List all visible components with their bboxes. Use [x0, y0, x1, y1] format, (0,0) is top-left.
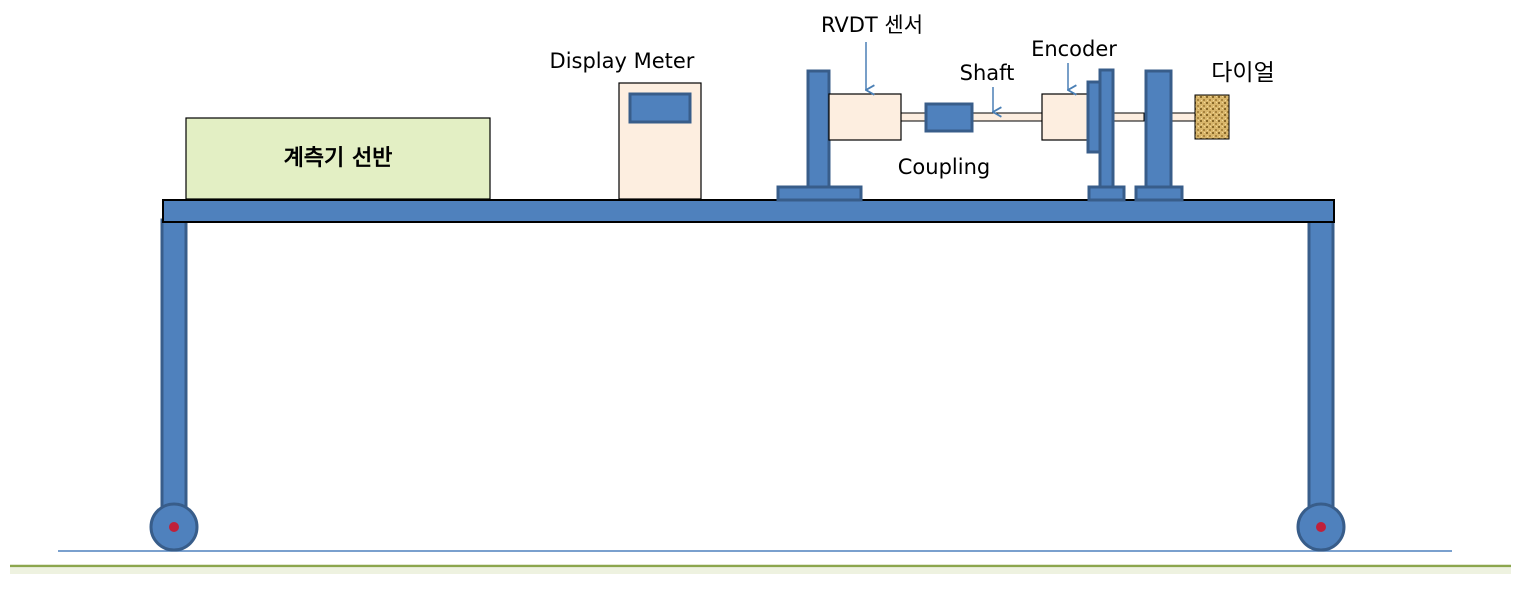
dial-icon [1194, 94, 1230, 140]
wheel-icon [1296, 502, 1346, 552]
rvdt-sensor-label: RVDT 센서 [821, 13, 923, 37]
table-leg-right [1307, 218, 1335, 509]
wheel-icon [149, 502, 199, 552]
shaft-segment-3 [1113, 112, 1145, 122]
shaft-segment-1 [900, 112, 927, 122]
coupling-label: Coupling [898, 155, 990, 179]
shaft-label: Shaft [960, 61, 1015, 85]
coupling-block [924, 102, 974, 133]
encoder-plate [1086, 80, 1102, 154]
display-meter-label: Display Meter [550, 49, 695, 73]
shaft-segment-4 [1170, 112, 1197, 122]
bottom-rule-shadow [10, 568, 1511, 574]
rvdt-sensor-box [828, 93, 902, 141]
middle-bracket-post [1098, 68, 1115, 189]
encoder-box [1041, 93, 1089, 141]
right-bracket-post [1144, 69, 1173, 189]
middle-bracket-base [1087, 185, 1126, 202]
lathe-box [185, 117, 491, 200]
right-bracket-base [1134, 185, 1184, 202]
dial-label: 다이얼 [1211, 60, 1274, 86]
left-bracket-base [776, 185, 863, 202]
lathe-label: 계측기 선반 [284, 146, 393, 171]
tabletop [162, 199, 1335, 223]
left-bracket-post [806, 69, 831, 189]
encoder-label: Encoder [1031, 37, 1117, 61]
shaft-segment-2 [971, 112, 1043, 122]
table-leg-left [160, 218, 188, 509]
display-meter-screen [628, 92, 692, 124]
